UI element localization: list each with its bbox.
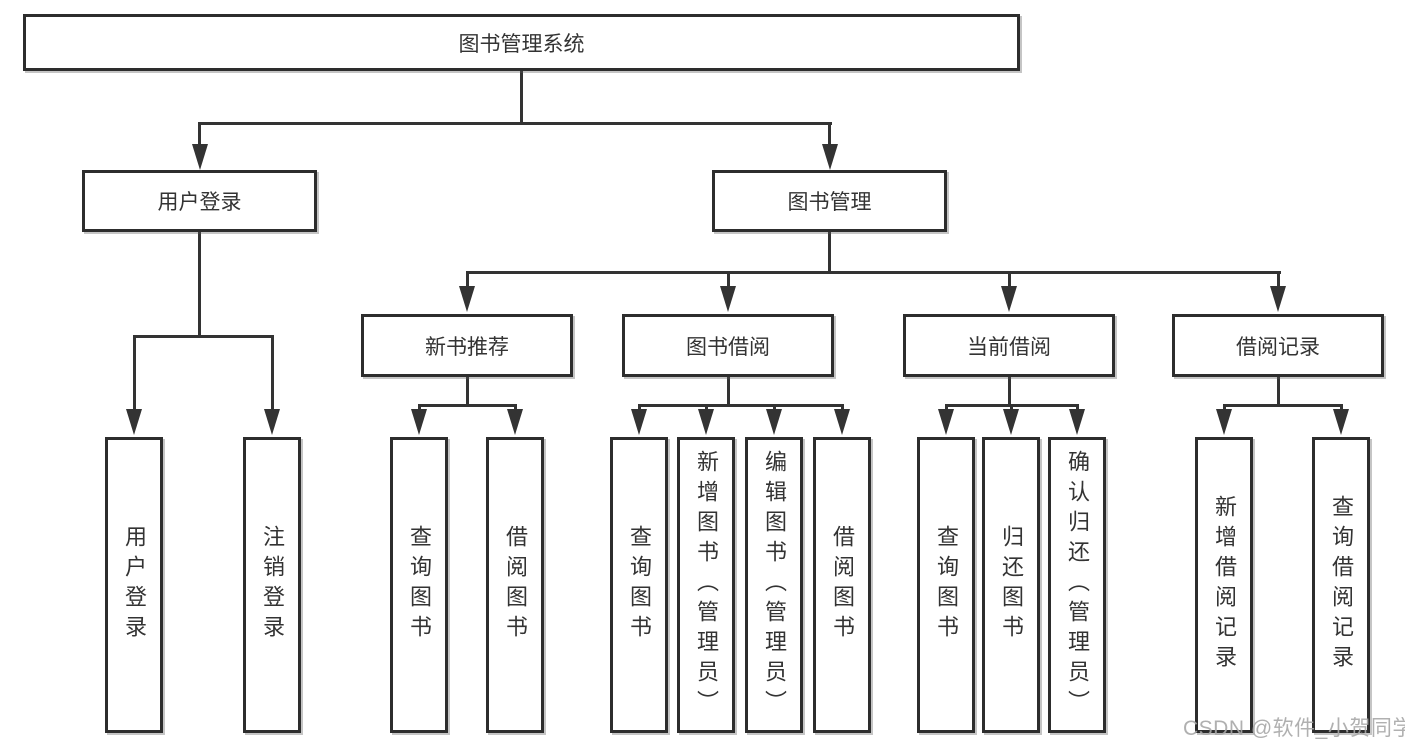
arrow-down-icon [720,286,736,312]
arrow-down-icon [1216,409,1232,435]
connector-line [727,377,730,406]
csdn-watermark: CSDN @软件_小贺同学 [1183,717,1405,740]
node-label: 借阅记录 [1236,335,1320,359]
arrow-down-icon [834,409,850,435]
node-current-borrowing: 当前借阅 [903,314,1115,377]
connector-line [1076,404,1079,411]
node-label: 图书借阅 [686,335,770,359]
leaf-borrow-books-1: 借阅图书 [486,437,544,733]
connector-line [133,335,136,411]
leaf-logout: 注销登录 [243,437,301,733]
leaf-add-borrow-record: 新增借阅记录 [1195,437,1253,733]
node-label: 新增借阅记录 [1212,495,1237,675]
connector-line [1010,404,1013,411]
node-label: 借阅图书 [830,525,855,645]
connector-line [418,404,421,411]
node-label: 查询图书 [934,525,959,645]
connector-line [1008,271,1011,287]
node-label: 编辑图书（管理员） [762,450,787,720]
connector-line [828,122,831,146]
node-label: 当前借阅 [967,335,1051,359]
connector-line [1223,404,1342,407]
connector-line [638,404,844,407]
arrow-down-icon [822,144,838,170]
leaf-edit-books-admin: 编辑图书（管理员） [745,437,803,733]
connector-line [1277,271,1280,287]
arrow-down-icon [1069,409,1085,435]
arrow-down-icon [1270,286,1286,312]
connector-line [198,232,201,338]
node-label: 查询图书 [407,525,432,645]
connector-line [514,404,517,411]
arrow-down-icon [459,286,475,312]
node-user-login: 用户登录 [82,170,317,232]
leaf-return-books: 归还图书 [982,437,1040,733]
connector-line [773,404,776,411]
connector-line [198,122,201,146]
node-label: 归还图书 [999,525,1024,645]
node-label: 用户登录 [157,191,242,214]
connector-line [271,335,274,411]
leaf-user-login: 用户登录 [105,437,163,733]
node-new-book-recommend: 新书推荐 [361,314,573,377]
node-book-borrowing: 图书借阅 [622,314,834,377]
node-label: 注销登录 [260,525,285,645]
connector-line [198,122,832,125]
node-borrow-records: 借阅记录 [1172,314,1384,377]
connector-line [466,271,1281,274]
connector-line [727,271,730,287]
connector-line [418,404,517,407]
arrow-down-icon [1333,409,1349,435]
node-label: 图书管理系统 [458,32,585,56]
node-label: 确认归还（管理员） [1065,450,1090,720]
connector-line [520,70,523,124]
arrow-down-icon [411,409,427,435]
node-label: 查询图书 [627,525,652,645]
arrow-down-icon [631,409,647,435]
leaf-query-books-2: 查询图书 [610,437,668,733]
node-label: 图书管理 [787,191,872,214]
connector-line [466,271,469,287]
connector-line [466,377,469,406]
connector-line [828,232,831,273]
connector-line [638,404,641,411]
node-label: 用户登录 [122,525,147,645]
leaf-query-borrow-record: 查询借阅记录 [1312,437,1370,733]
arrow-down-icon [126,409,142,435]
connector-line [705,404,708,411]
connector-line [841,404,844,411]
arrow-down-icon [698,409,714,435]
arrow-down-icon [1001,286,1017,312]
arrow-down-icon [766,409,782,435]
leaf-add-books-admin: 新增图书（管理员） [677,437,735,733]
arrow-down-icon [1003,409,1019,435]
node-book-management: 图书管理 [712,170,947,232]
node-label: 新书推荐 [425,335,509,359]
connector-line [1223,404,1226,411]
node-label: 查询借阅记录 [1329,495,1354,675]
connector-line [133,335,274,338]
connector-line [945,404,948,411]
node-library-management-system: 图书管理系统 [23,14,1020,71]
node-label: 借阅图书 [503,525,528,645]
leaf-borrow-books-2: 借阅图书 [813,437,871,733]
connector-line [1277,377,1280,406]
leaf-confirm-return-admin: 确认归还（管理员） [1048,437,1106,733]
connector-line [1340,404,1343,411]
arrow-down-icon [192,144,208,170]
leaf-query-books-3: 查询图书 [917,437,975,733]
arrow-down-icon [264,409,280,435]
arrow-down-icon [507,409,523,435]
node-label: 新增图书（管理员） [694,450,719,720]
connector-line [1008,377,1011,406]
leaf-query-books-1: 查询图书 [390,437,448,733]
arrow-down-icon [938,409,954,435]
